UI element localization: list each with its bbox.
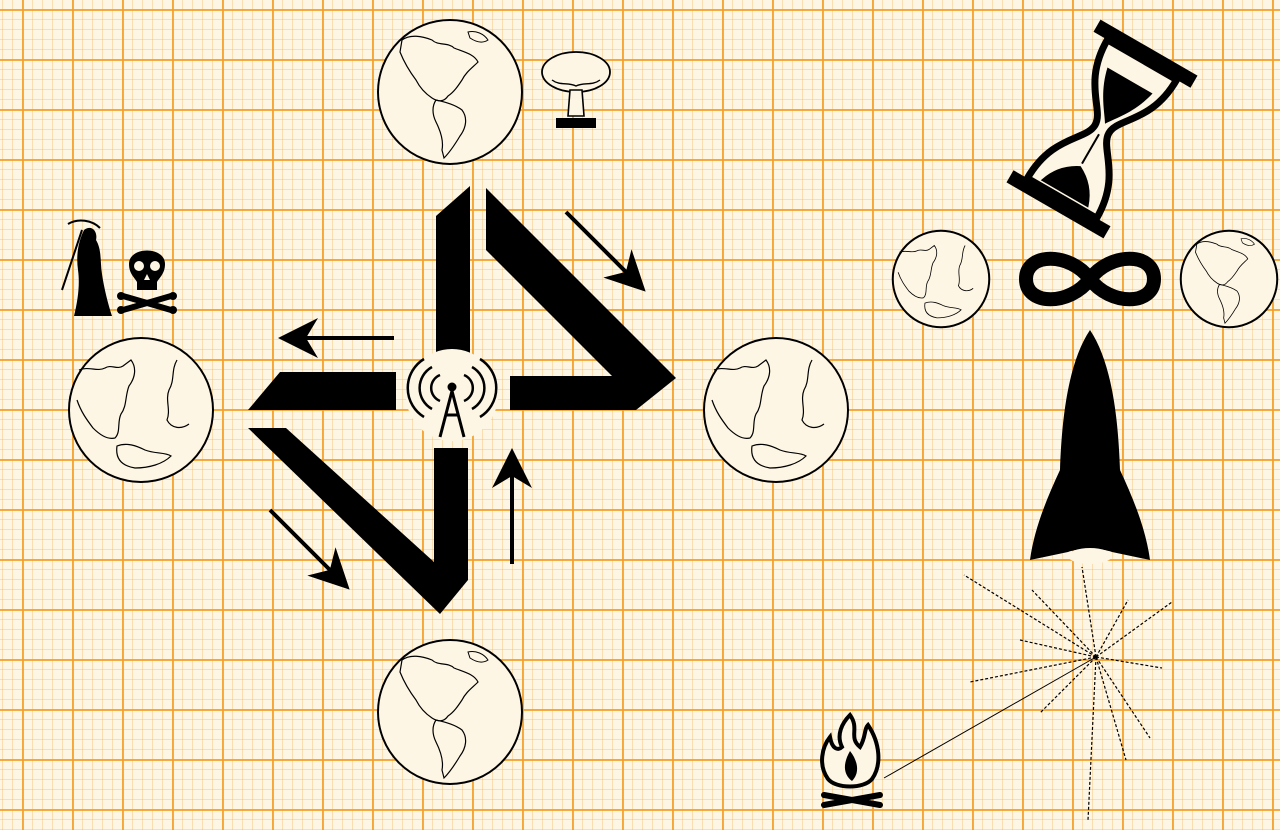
- cycle-arm-top: [436, 186, 470, 370]
- cycle-arrows: [268, 210, 646, 590]
- earth-small-right-icon: [1179, 229, 1279, 329]
- hourglass-icon: [1006, 19, 1198, 239]
- arrow-down-right-top: [564, 210, 646, 292]
- earth-small-left-icon: [891, 229, 991, 329]
- cycle-arm-bottom: [248, 428, 468, 614]
- grim-reaper-icon: [61, 219, 112, 316]
- rocket-icon: [1030, 330, 1150, 564]
- campfire-icon: [820, 711, 883, 808]
- cycle-arm-left: [248, 372, 396, 410]
- mushroom-cloud-icon: [541, 51, 611, 128]
- central-cycle-shape: [248, 186, 676, 614]
- earth-top-icon: [377, 19, 523, 165]
- infinity-icon: [1018, 251, 1162, 307]
- radio-tower-icon: [406, 349, 498, 441]
- earth-left-icon: [68, 337, 214, 483]
- earth-bottom-icon: [377, 639, 523, 785]
- skull-crossbones-icon: [117, 250, 177, 314]
- starburst-icon: [883, 566, 1173, 821]
- arrow-down-right-bottom: [268, 508, 350, 590]
- cycle-arm-right: [486, 188, 676, 410]
- earth-right-icon: [703, 337, 849, 483]
